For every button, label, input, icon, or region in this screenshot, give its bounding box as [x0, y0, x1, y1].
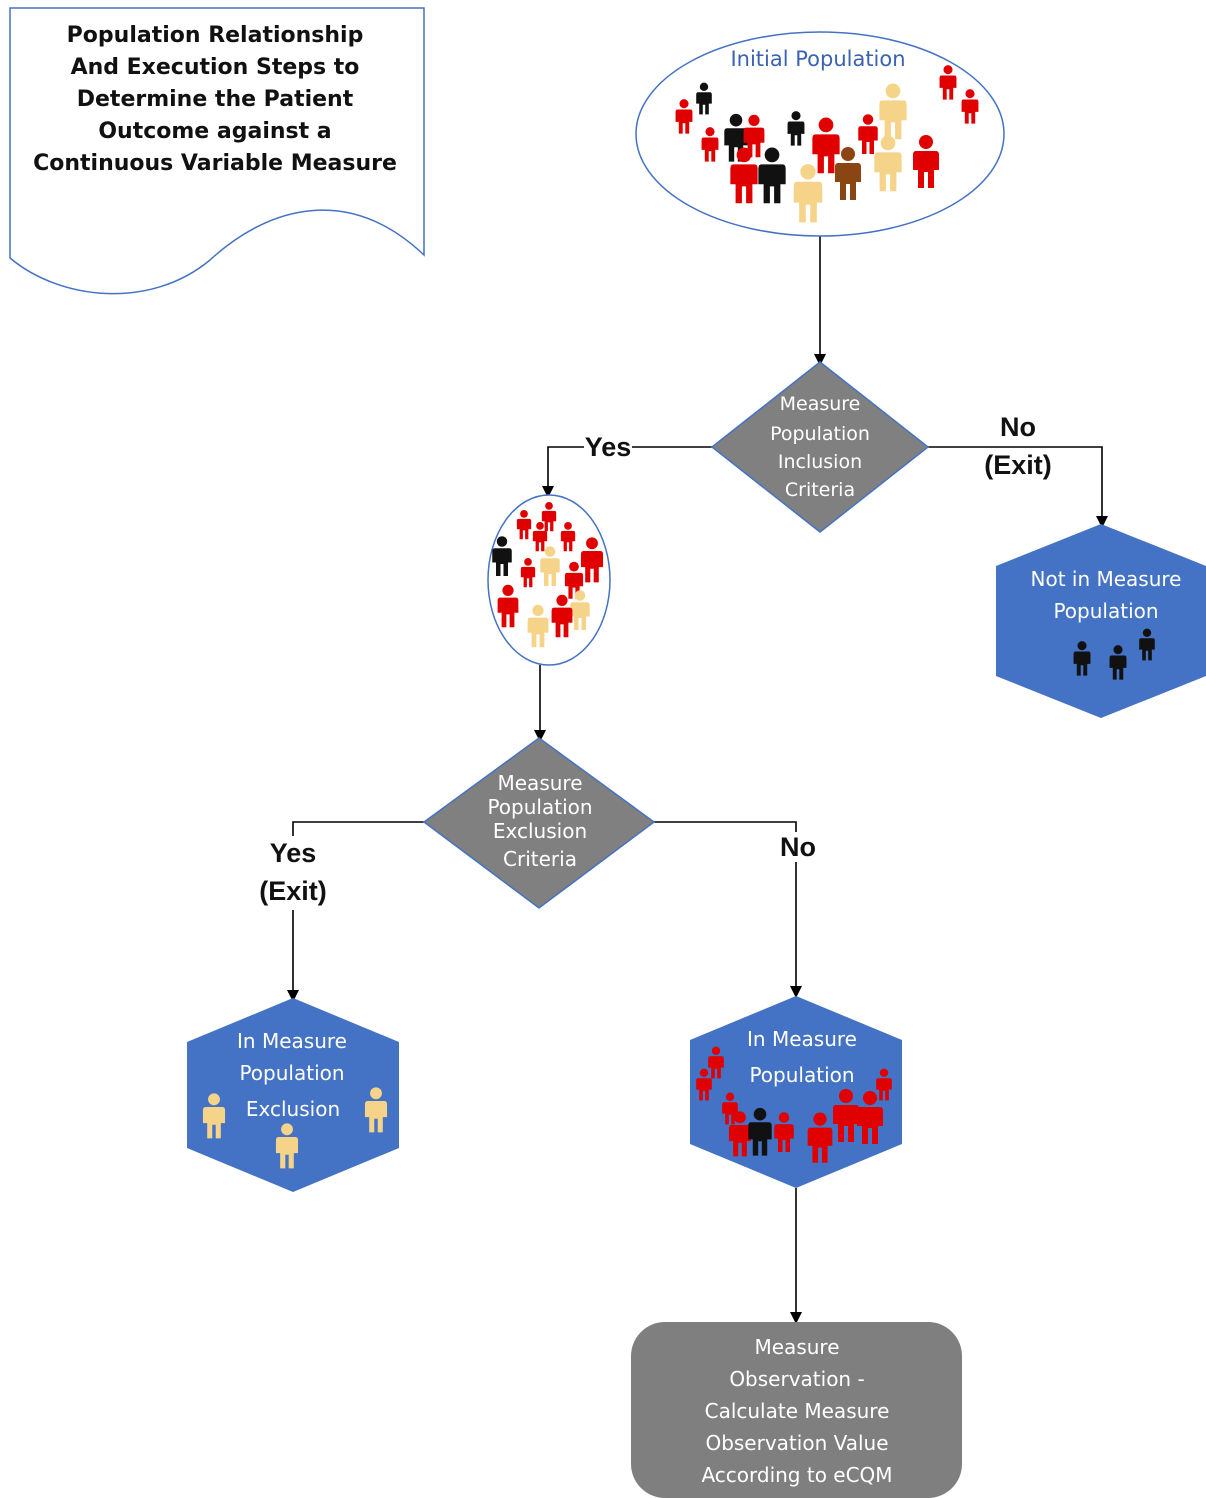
diagram-title-line-4: Outcome against a: [98, 119, 331, 144]
inclusion-decision-line-4: Criteria: [785, 479, 855, 501]
not-in-population-line-2: Population: [1053, 599, 1158, 623]
title-document: Population Relationship And Execution St…: [9, 7, 425, 295]
in-population-exclusion-node: In Measure Population Exclusion: [187, 998, 399, 1192]
diagram-title-line-5: Continuous Variable Measure: [33, 151, 397, 176]
edge-label-yes-exit: (Exit): [259, 876, 327, 906]
observation-line-5: According to eCQM: [701, 1463, 892, 1487]
in-population-exclusion-line-1: In Measure: [237, 1029, 347, 1053]
edge-exclusion-no: [654, 821, 802, 998]
measure-observation-node: Measure Observation - Calculate Measure …: [631, 1322, 962, 1498]
inclusion-decision-line-2: Population: [770, 423, 870, 445]
inclusion-criteria-decision: Measure Population Inclusion Criteria: [710, 361, 930, 533]
exclusion-decision-line-3: Exclusion: [493, 819, 587, 843]
diagram-title-line-1: Population Relationship: [67, 23, 364, 48]
edge-label-yes: Yes: [585, 432, 632, 462]
edge-label-no-2: No: [780, 832, 816, 862]
edge-label-yes-2: Yes: [270, 838, 317, 868]
not-in-population-node: Not in Measure Population: [996, 524, 1206, 718]
in-population-node: In Measure Population: [690, 996, 902, 1188]
diagram-title-line-3: Determine the Patient: [77, 87, 354, 112]
observation-line-2: Observation -: [729, 1367, 864, 1391]
observation-line-1: Measure: [755, 1335, 840, 1359]
edge-exclusion-yes: [287, 821, 424, 1002]
included-population-node: [487, 494, 611, 666]
inclusion-decision-line-1: Measure: [780, 393, 861, 415]
in-population-line-1: In Measure: [747, 1027, 857, 1051]
in-population-exclusion-line-2: Population: [239, 1061, 344, 1085]
exclusion-decision-line-1: Measure: [498, 771, 583, 795]
not-in-population-line-1: Not in Measure: [1031, 567, 1182, 591]
inclusion-decision-line-3: Inclusion: [778, 451, 862, 473]
exclusion-decision-line-4: Criteria: [503, 847, 577, 871]
edge-label-no-exit: (Exit): [984, 450, 1052, 480]
initial-population-label: Initial Population: [730, 47, 905, 71]
in-population-line-2: Population: [749, 1063, 854, 1087]
edge-inclusion-no: [928, 446, 1108, 528]
diagram-title-line-2: And Execution Steps to: [71, 55, 360, 80]
initial-population-node: Initial Population: [635, 31, 1005, 237]
in-population-exclusion-line-3: Exclusion: [246, 1097, 340, 1121]
edge-inclusion-yes: [542, 446, 712, 498]
connectors: [287, 236, 1108, 1324]
observation-line-3: Calculate Measure: [705, 1399, 890, 1423]
exclusion-criteria-decision: Measure Population Exclusion Criteria: [422, 737, 656, 909]
edge-label-no: No: [1000, 412, 1036, 442]
exclusion-decision-line-2: Population: [487, 795, 592, 819]
observation-line-4: Observation Value: [705, 1431, 888, 1455]
